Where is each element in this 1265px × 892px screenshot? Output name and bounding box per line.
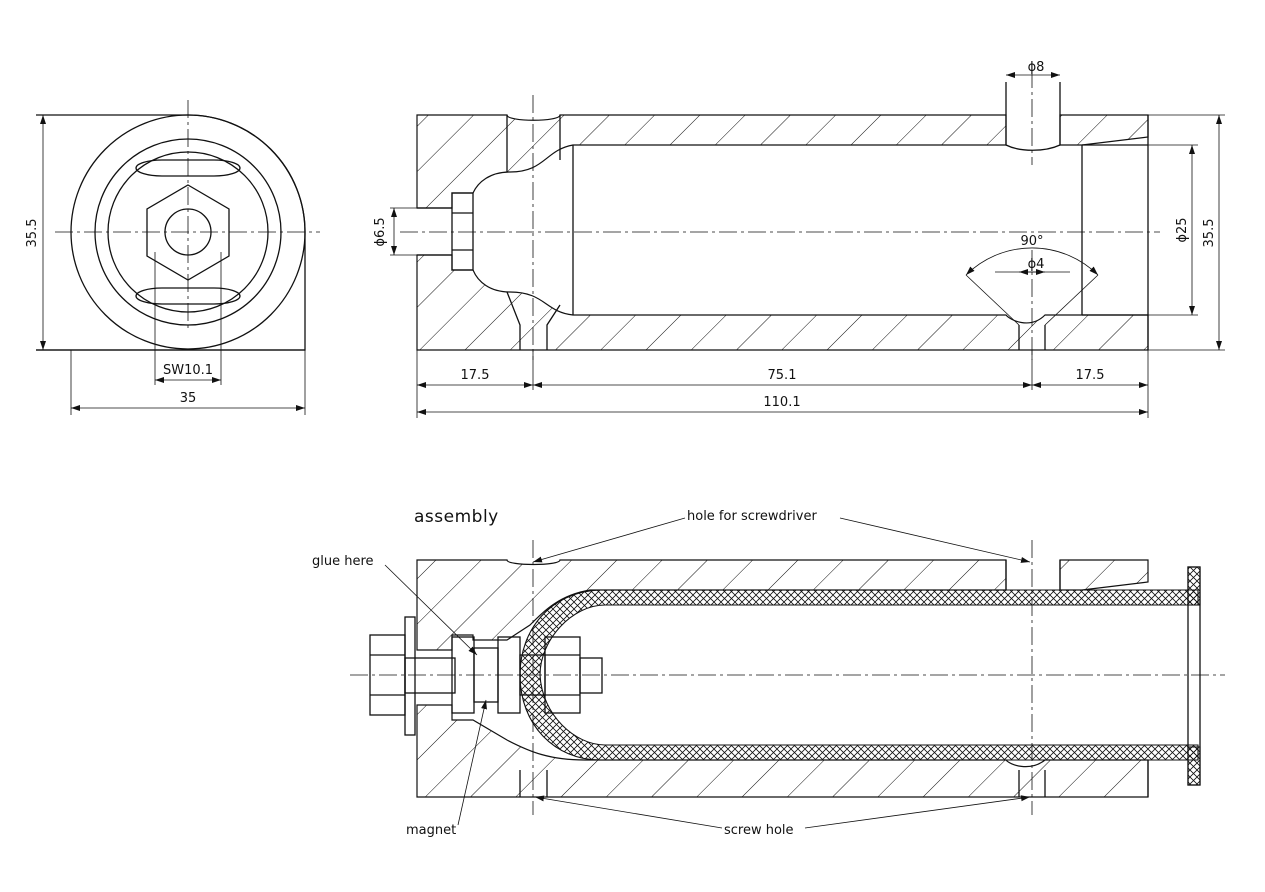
magnet-label: magnet [406, 823, 456, 838]
end-view-height-label: 35.5 [25, 219, 40, 248]
assembly-title: assembly [414, 507, 499, 527]
section-height-label: 35.5 [1202, 219, 1217, 248]
end-view: 35.5 SW10.1 35 [25, 100, 320, 415]
left-bore-diameter-label: ϕ6.5 [373, 217, 388, 246]
angle-label: 90° [1020, 234, 1043, 249]
total-length-label: 110.1 [763, 395, 800, 410]
left-offset-label: 17.5 [461, 368, 490, 383]
hole-bottom-diameter-label: ϕ4 [1028, 257, 1045, 272]
right-offset-label: 17.5 [1076, 368, 1105, 383]
hole-top-diameter-label: ϕ8 [1028, 60, 1045, 75]
section-view: ϕ8 ϕ6.5 ϕ25 35.5 90° ϕ4 17.5 75. [373, 60, 1225, 418]
end-view-width-label: 35 [180, 391, 197, 406]
inner-bore-diameter-label: ϕ25 [1175, 217, 1190, 242]
assembly-view: assembly [312, 507, 1225, 838]
screw-hole-label: screw hole [724, 823, 794, 838]
middle-length-label: 75.1 [768, 368, 797, 383]
glue-label: glue here [312, 554, 374, 569]
wrench-size-label: SW10.1 [163, 363, 213, 378]
screwdriver-hole-label: hole for screwdriver [687, 509, 817, 524]
